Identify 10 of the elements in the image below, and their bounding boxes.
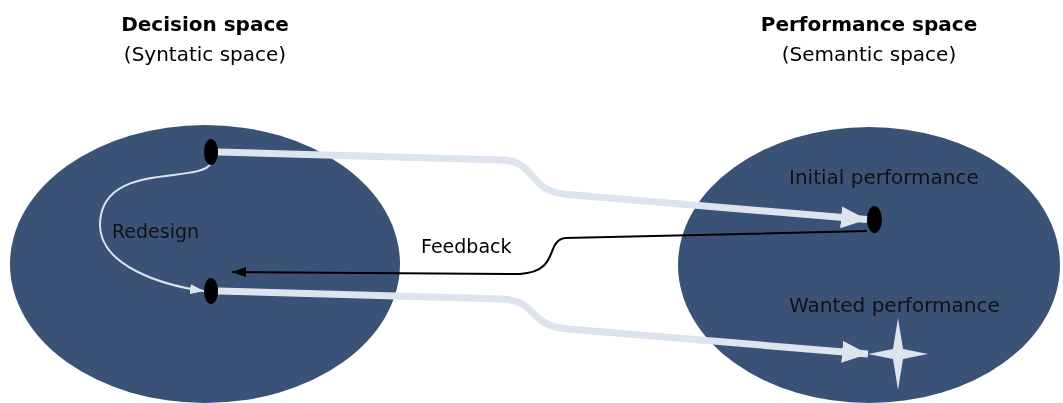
- space-subtitle: (Semantic space): [780, 42, 958, 66]
- space-title: Decision space: [120, 12, 290, 36]
- arrow: [231, 230, 868, 278]
- arrow: [217, 287, 869, 364]
- arrow: [217, 148, 868, 229]
- arrow: [99, 162, 212, 295]
- point-caption: Wanted performance: [789, 293, 1000, 317]
- space-subtitle: (Syntatic space): [122, 42, 288, 66]
- space-title: Performance space: [759, 12, 979, 36]
- point-caption: Initial performance: [789, 165, 979, 189]
